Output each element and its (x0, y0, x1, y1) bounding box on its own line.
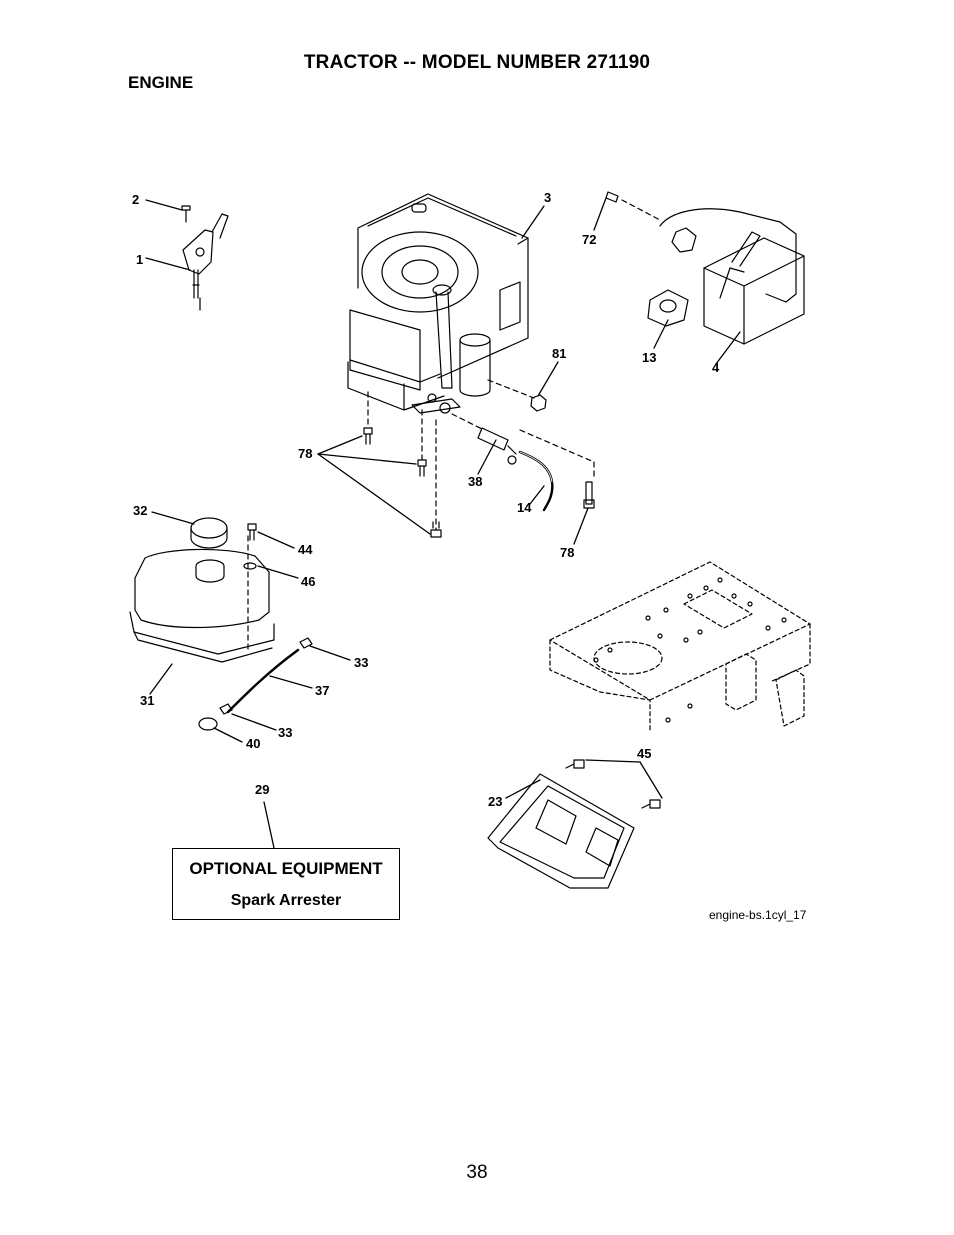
nut-81-drawing (530, 394, 547, 412)
muffler-drawing (605, 191, 805, 345)
callout-label: 38 (468, 474, 482, 489)
heat-shield-drawing (487, 759, 661, 889)
page-title: TRACTOR -- MODEL NUMBER 271190 (303, 52, 651, 73)
callout-label: 13 (642, 350, 656, 365)
page-number: 38 (466, 1162, 488, 1183)
throttle-control-drawing (181, 205, 229, 311)
callout-label: 37 (315, 683, 329, 698)
callout-label: 78 (298, 446, 312, 461)
section-title: ENGINE (128, 73, 194, 92)
fuel-filter-drawing (477, 427, 554, 512)
alignment-lines (367, 199, 661, 531)
callout-label: 1 (136, 252, 143, 267)
callout-label: 72 (582, 232, 596, 247)
bolt-78-drawings (363, 427, 595, 538)
callout-label: 78 (560, 545, 574, 560)
callout-label: 14 (517, 500, 532, 515)
figure-id: engine-bs.1cyl_17 (709, 908, 807, 922)
callout-label: 3 (544, 190, 551, 205)
optional-equipment-title: OPTIONAL EQUIPMENT (189, 859, 383, 878)
callout-label: 33 (278, 725, 292, 740)
frame-drawing (549, 561, 811, 731)
callout-label: 45 (637, 746, 651, 761)
callout-label: 23 (488, 794, 502, 809)
callout-label: 29 (255, 782, 269, 797)
fuel-tank-drawing (129, 517, 313, 731)
callout-label: 2 (132, 192, 139, 207)
callout-label: 44 (298, 542, 313, 557)
callout-label: 40 (246, 736, 260, 751)
callout-label: 33 (354, 655, 368, 670)
leader-lines (145, 197, 741, 849)
callout-label: 4 (712, 360, 720, 375)
optional-equipment-item: Spark Arrester (230, 892, 342, 909)
frame-holes (593, 577, 787, 723)
callout-label: 32 (133, 503, 147, 518)
engine-drawing (347, 193, 529, 414)
callout-label: 46 (301, 574, 315, 589)
callout-label: 81 (552, 346, 566, 361)
optional-equipment-box: OPTIONAL EQUIPMENT Spark Arrester (172, 848, 400, 920)
callout-label: 31 (140, 693, 154, 708)
